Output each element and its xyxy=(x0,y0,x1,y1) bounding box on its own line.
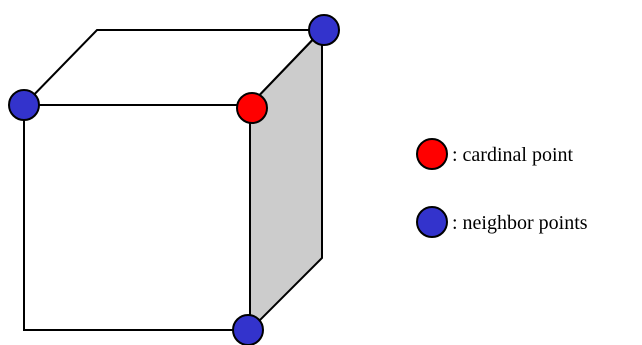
neighbor-point-bottom-front-right xyxy=(232,314,264,345)
legend: : cardinal point : neighbor points xyxy=(416,138,588,238)
legend-item-cardinal: : cardinal point xyxy=(416,138,574,170)
neighbor-point-top-back-right xyxy=(308,14,340,46)
legend-item-neighbor: : neighbor points xyxy=(416,206,588,238)
neighbor-point-top-front-left xyxy=(8,89,40,121)
shaded-right-face xyxy=(249,27,323,333)
legend-cardinal-label: : cardinal point xyxy=(452,144,574,166)
legend-neighbor-marker xyxy=(416,206,448,238)
legend-cardinal-marker xyxy=(416,138,448,170)
front-face xyxy=(23,104,251,331)
cardinal-point xyxy=(236,92,268,124)
legend-neighbor-label: : neighbor points xyxy=(452,212,588,234)
